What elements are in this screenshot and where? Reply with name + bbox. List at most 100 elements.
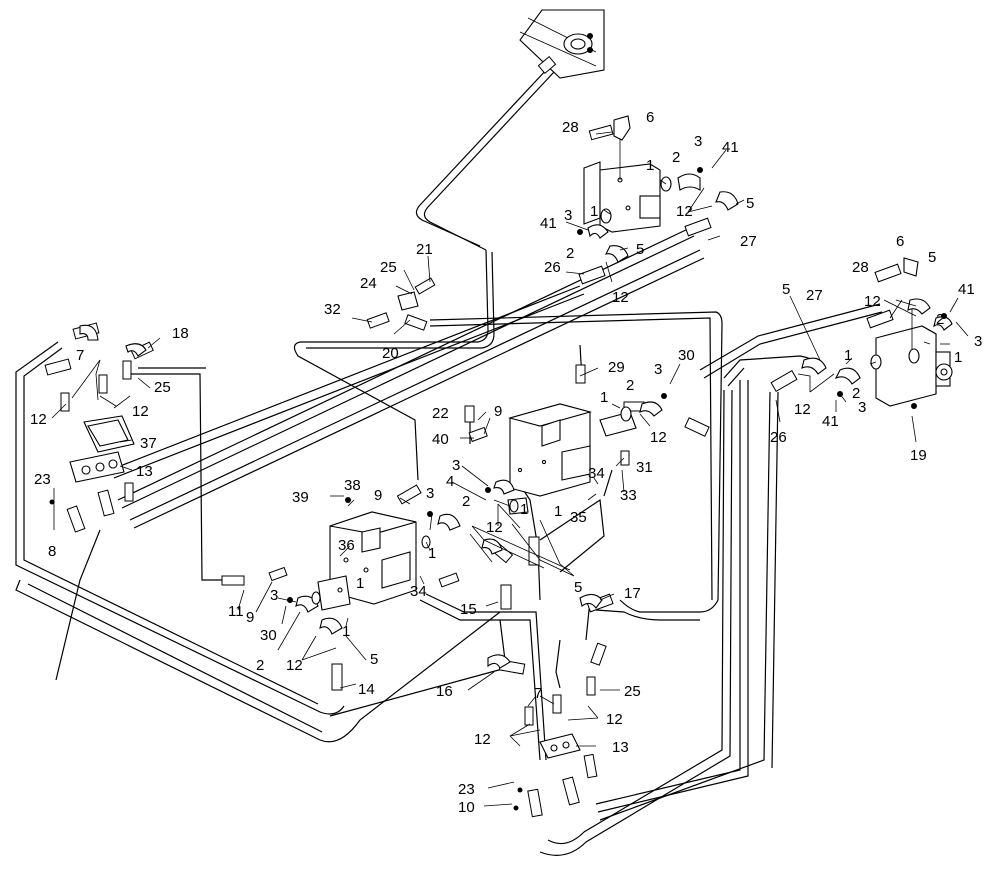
callout-5-right: 5 [928,249,936,266]
top-pump-assembly [519,9,605,79]
callout-38: 38 [344,477,361,494]
leader-lines [51,131,969,807]
callout-25-lower: 25 [624,683,641,700]
callout-5-upper: 5 [746,195,754,212]
callout-37: 37 [140,435,157,452]
callout-2-right: 2 [936,311,944,328]
callout-13-left: 13 [136,463,153,480]
callout-36: 36 [338,537,355,554]
callout-2-mid: 2 [462,493,470,510]
callout-35: 35 [570,509,587,526]
callout-3-mid: 3 [452,457,460,474]
callout-2-upper-b: 2 [566,245,574,262]
callout-11: 11 [228,603,244,620]
callout-5-upper-b: 5 [636,241,644,258]
callout-2-upper: 2 [672,149,680,166]
callout-12-lower: 12 [286,657,303,674]
callout-2-center: 2 [626,377,634,394]
callout-27-upper: 27 [740,233,757,250]
callout-5-lower: 5 [370,651,378,668]
callout-23-left: 23 [34,471,51,488]
callout-4: 4 [446,473,454,490]
callout-30-right: 30 [678,347,695,364]
callout-1-center-b: 1 [520,501,528,518]
callout-6-right: 6 [896,233,904,250]
center-valve-block [507,403,637,497]
callout-41-right: 41 [958,281,975,298]
callout-34-lower: 34 [410,583,427,600]
callout-1-upper: 1 [646,157,654,174]
callout-2-lower: 2 [256,657,264,674]
callout-20: 20 [382,345,399,362]
callout-1-mid: 1 [554,503,562,520]
callout-15: 15 [460,601,477,618]
callout-1-mid-b: 1 [428,545,436,562]
callout-5-mid: 5 [574,579,582,596]
callout-41-right-b: 41 [822,413,839,430]
callout-13-lower: 13 [612,739,629,756]
callout-7-lower: 7 [534,685,542,702]
callout-9-mid: 9 [374,487,382,504]
callout-26-right: 26 [770,429,787,446]
left-valve-block [317,511,417,611]
callout-labels: 6 28 3 41 2 1 12 5 1 41 3 27 2 5 26 12 2… [30,109,982,816]
callout-41-upper: 41 [722,139,739,156]
callout-7-left: 7 [76,347,84,364]
callout-24: 24 [360,275,377,292]
callout-28-right: 28 [852,259,869,276]
callout-12-left-b: 12 [132,403,149,420]
callout-27-right: 27 [806,287,823,304]
callout-3-right-b: 3 [858,399,866,416]
callout-1-right: 1 [954,349,962,366]
callout-17: 17 [624,585,641,602]
callout-41-upper-b: 41 [540,215,557,232]
callout-26-upper: 26 [544,259,561,276]
callout-31: 31 [636,459,653,476]
callout-3-mid-b: 3 [426,485,434,502]
callout-1-right-b: 1 [844,347,852,364]
callout-14: 14 [358,681,375,698]
callout-5-right-b: 5 [782,281,790,298]
callout-9-lower: 9 [246,609,254,626]
callout-3-upper: 3 [694,133,702,150]
hose-fittings [44,115,953,818]
callout-19: 19 [910,447,927,464]
callout-12-right-b: 12 [794,401,811,418]
callout-21: 21 [416,241,433,258]
callout-12-center: 12 [650,429,667,446]
callout-3-lower: 3 [270,587,278,604]
callout-1-upper-b: 1 [590,203,598,220]
callout-12-lower-c: 12 [606,711,623,728]
callout-33: 33 [620,487,637,504]
manifold-plates [69,415,581,759]
callout-1-center: 1 [600,389,608,406]
callout-3-center: 3 [654,361,662,378]
callout-12-lower-b: 12 [474,731,491,748]
callout-18: 18 [172,325,189,342]
callout-12-upper: 12 [676,203,693,220]
callout-1-left-block: 1 [356,575,364,592]
callout-23-lower: 23 [458,781,475,798]
callout-6-upper: 6 [646,109,654,126]
hose-routes [15,67,883,856]
callout-1-lower: 1 [342,623,350,640]
callout-34-upper: 34 [588,465,605,482]
callout-12-mid: 12 [486,519,503,536]
callout-3-upper-b: 3 [564,207,572,224]
callout-3-right: 3 [974,333,982,350]
callout-9-center: 9 [494,403,502,420]
callout-8: 8 [48,543,56,560]
callout-30-lower: 30 [260,627,277,644]
right-motor [875,300,953,407]
callout-22: 22 [432,405,449,422]
callout-12-left: 12 [30,411,47,428]
callout-28-upper: 28 [562,119,579,136]
upper-motor [583,138,661,233]
callout-12-upper-b: 12 [612,289,629,306]
callout-12-right: 12 [864,293,881,310]
callout-2-right-b: 2 [852,385,860,402]
callout-10: 10 [458,799,475,816]
callout-29: 29 [608,359,625,376]
callout-16: 16 [436,683,453,700]
